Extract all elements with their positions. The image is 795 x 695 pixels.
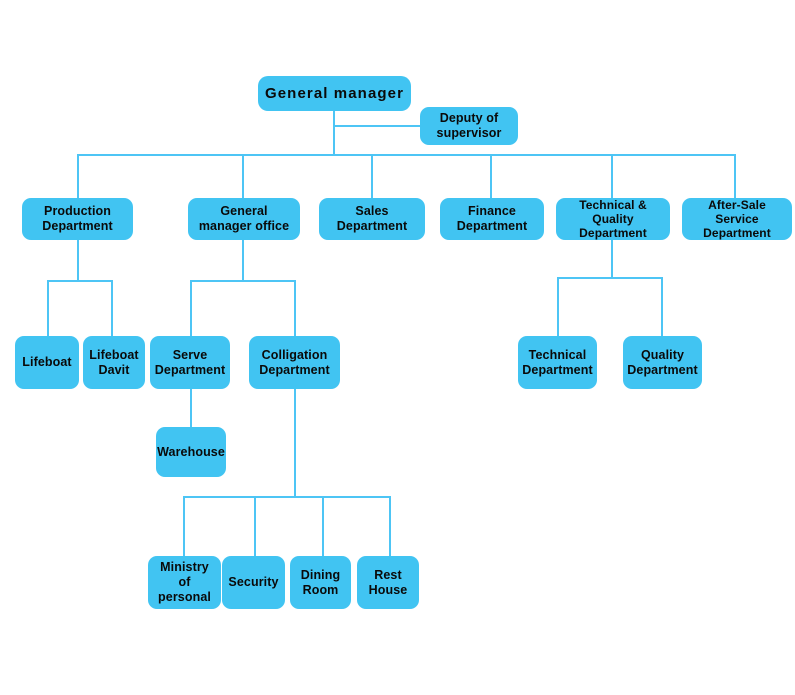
- connector-drop-lifeboat: [47, 280, 49, 336]
- connector-drop-colligation: [294, 280, 296, 336]
- node-sales-department[interactable]: Sales Department: [319, 198, 425, 240]
- connector-drop-technical-quality: [611, 154, 613, 199]
- connector-level1-bus: [78, 154, 736, 156]
- connector-gm-office-stem: [242, 240, 244, 281]
- node-technical-quality-department[interactable]: Technical & Quality Department: [556, 198, 670, 240]
- connector-production-bus: [47, 280, 113, 282]
- connector-drop-rest-house: [389, 496, 391, 556]
- connector-production-stem: [77, 240, 79, 281]
- connector-drop-sales: [371, 154, 373, 199]
- node-technical-department[interactable]: Technical Department: [518, 336, 597, 389]
- node-security[interactable]: Security: [222, 556, 285, 609]
- connector-gm-to-deputy: [333, 125, 421, 127]
- node-production-department[interactable]: Production Department: [22, 198, 133, 240]
- connector-drop-ministry: [183, 496, 185, 556]
- node-deputy-of-supervisor[interactable]: Deputy of supervisor: [420, 107, 518, 145]
- node-rest-house[interactable]: Rest House: [357, 556, 419, 609]
- connector-colligation-bus: [183, 496, 391, 498]
- node-lifeboat-davit[interactable]: Lifeboat Davit: [83, 336, 145, 389]
- connector-drop-quality: [661, 277, 663, 336]
- connector-drop-gm-office: [242, 154, 244, 199]
- node-finance-department[interactable]: Finance Department: [440, 198, 544, 240]
- node-general-manager-office[interactable]: General manager office: [188, 198, 300, 240]
- node-lifeboat[interactable]: Lifeboat: [15, 336, 79, 389]
- connector-drop-security: [254, 496, 256, 556]
- node-colligation-department[interactable]: Colligation Department: [249, 336, 340, 389]
- node-ministry-of-personal[interactable]: Ministry of personal: [148, 556, 221, 609]
- connector-drop-serve: [190, 280, 192, 336]
- connector-drop-lifeboat-davit: [111, 280, 113, 336]
- node-warehouse[interactable]: Warehouse: [156, 427, 226, 477]
- connector-serve-to-warehouse: [190, 389, 192, 427]
- connector-drop-after-sale: [734, 154, 736, 199]
- connector-gm-office-bus: [190, 280, 296, 282]
- connector-drop-dining: [322, 496, 324, 556]
- connector-techqual-bus: [557, 277, 663, 279]
- connector-gm-stem: [333, 110, 335, 155]
- node-general-manager[interactable]: General manager: [258, 76, 411, 111]
- connector-drop-production: [77, 154, 79, 199]
- connector-drop-finance: [490, 154, 492, 199]
- node-after-sale-service-department[interactable]: After-Sale Service Department: [682, 198, 792, 240]
- node-quality-department[interactable]: Quality Department: [623, 336, 702, 389]
- node-dining-room[interactable]: Dining Room: [290, 556, 351, 609]
- connector-drop-technical: [557, 277, 559, 336]
- node-serve-department[interactable]: Serve Department: [150, 336, 230, 389]
- connector-techqual-stem: [611, 240, 613, 278]
- connector-colligation-stem: [294, 389, 296, 498]
